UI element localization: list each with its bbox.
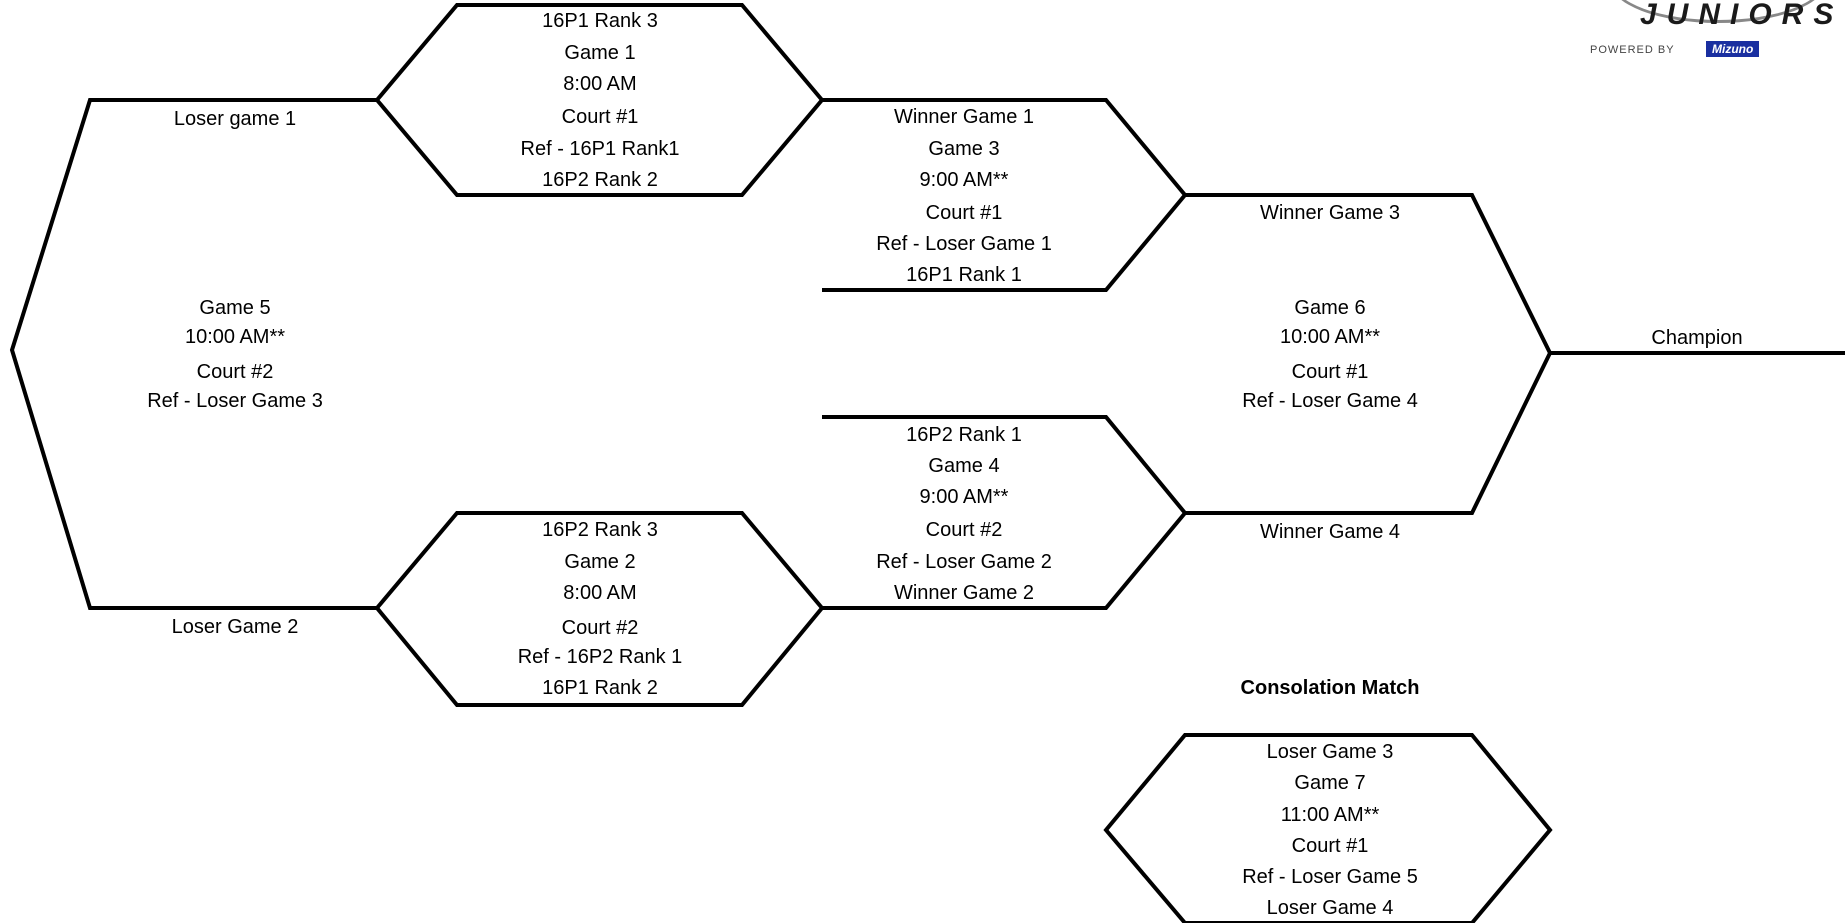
game-7-line-1: Loser Game 3 bbox=[1266, 741, 1394, 763]
game-6-line-3: Court #1 bbox=[1291, 361, 1369, 383]
game-2-line-2: Game 2 bbox=[564, 551, 636, 573]
game-5-bracket bbox=[9, 98, 377, 610]
game-5-line-4: Ref - Loser Game 3 bbox=[147, 390, 323, 412]
game-2-line-4: Court #2 bbox=[561, 617, 639, 639]
game-7-line-4: Court #1 bbox=[1291, 835, 1369, 857]
juniors-logo: JUNIORS POWERED BY Mizuno bbox=[1590, 0, 1845, 70]
loser-game-2-slot: Loser Game 2 bbox=[171, 616, 299, 638]
game-3-line-4: Court #1 bbox=[925, 202, 1003, 224]
game-7-line-6: Loser Game 4 bbox=[1266, 897, 1394, 919]
game-7-line-2: Game 7 bbox=[1294, 772, 1366, 794]
game-7-line-5: Ref - Loser Game 5 bbox=[1242, 866, 1418, 888]
game-7-line-3: 11:00 AM** bbox=[1280, 804, 1380, 826]
game-4-line-2: Game 4 bbox=[928, 455, 1000, 477]
game-6-line-1: Game 6 bbox=[1294, 297, 1366, 319]
logo-powered-by: POWERED BY bbox=[1590, 44, 1675, 56]
loser-game-1-slot: Loser game 1 bbox=[173, 108, 297, 130]
consolation-title: Consolation Match bbox=[1240, 677, 1420, 699]
game-6-bracket bbox=[1185, 193, 1553, 515]
game-3-line-1: Winner Game 1 bbox=[893, 106, 1035, 128]
game-3-bracket bbox=[822, 98, 1188, 292]
game-1-line-2: Game 1 bbox=[564, 42, 636, 64]
game-1-line-4: Court #1 bbox=[561, 106, 639, 128]
game-3-line-6: 16P1 Rank 1 bbox=[906, 264, 1022, 286]
game-1-line-1: 16P1 Rank 3 bbox=[542, 10, 658, 32]
game-4-line-4: Court #2 bbox=[925, 519, 1003, 541]
game-1-line-5: Ref - 16P1 Rank1 bbox=[520, 138, 680, 160]
winner-game-3-slot: Winner Game 3 bbox=[1259, 202, 1401, 224]
game-5-line-3: Court #2 bbox=[196, 361, 274, 383]
game-1-line-6: 16P2 Rank 2 bbox=[542, 169, 658, 191]
game-2-line-1: 16P2 Rank 3 bbox=[542, 519, 658, 541]
game-4-line-6: Winner Game 2 bbox=[893, 582, 1035, 604]
game-6-line-2: 10:00 AM** bbox=[1279, 326, 1381, 348]
game-6-line-4: Ref - Loser Game 4 bbox=[1242, 390, 1418, 412]
game-3-line-3: 9:00 AM** bbox=[919, 169, 1009, 191]
logo-wordmark: JUNIORS bbox=[1640, 0, 1844, 31]
winner-game-4-slot: Winner Game 4 bbox=[1259, 521, 1401, 543]
game-2-line-3: 8:00 AM bbox=[563, 582, 637, 604]
mizuno-logo: Mizuno bbox=[1706, 41, 1760, 57]
game-7-box bbox=[1103, 733, 1553, 923]
champion-slot: Champion bbox=[1651, 327, 1743, 349]
game-1-line-3: 8:00 AM bbox=[563, 73, 637, 95]
game-2-line-6: 16P1 Rank 2 bbox=[542, 677, 658, 699]
game-1-box bbox=[374, 3, 825, 197]
game-3-line-2: Game 3 bbox=[928, 138, 1000, 160]
game-3-line-5: Ref - Loser Game 1 bbox=[876, 233, 1052, 255]
game-2-line-5: Ref - 16P2 Rank 1 bbox=[517, 646, 683, 668]
game-4-line-3: 9:00 AM** bbox=[919, 486, 1009, 508]
game-4-line-5: Ref - Loser Game 2 bbox=[876, 551, 1052, 573]
game-5-line-2: 10:00 AM** bbox=[184, 326, 286, 348]
game-5-line-1: Game 5 bbox=[199, 297, 271, 319]
game-4-line-1: 16P2 Rank 1 bbox=[906, 424, 1022, 446]
